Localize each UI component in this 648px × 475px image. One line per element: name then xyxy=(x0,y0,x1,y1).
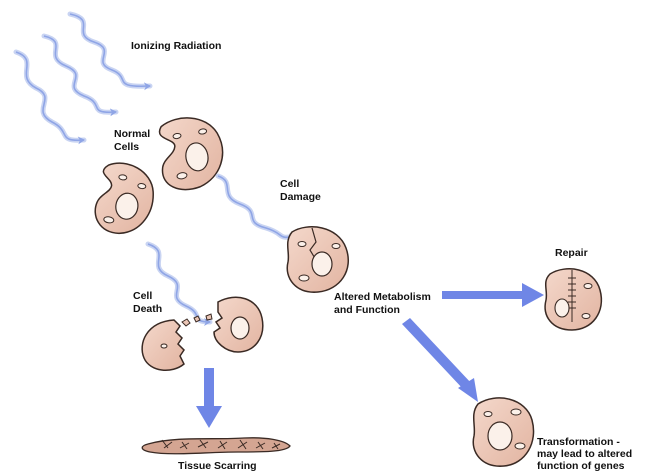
altered-metabolism-label-line-2: and Function xyxy=(334,304,400,316)
cell-death-label-line-2: Death xyxy=(133,303,162,315)
normal-cells-label-line-2: Cells xyxy=(114,141,139,153)
transformation-label-line-1: Transformation - xyxy=(537,436,620,448)
arrow-to-scarring xyxy=(196,368,222,428)
radiation-wave-3-core xyxy=(16,52,84,140)
normal-cell-1 xyxy=(154,112,229,193)
dying-cell-right xyxy=(214,297,263,352)
normal-cell-2 xyxy=(92,160,157,237)
tissue-scar xyxy=(142,438,290,454)
repair-label: Repair xyxy=(555,247,588,259)
dying-cell-left xyxy=(142,320,184,370)
damaged-cell xyxy=(287,227,348,292)
cell-damage-label-line-2: Damage xyxy=(280,191,321,203)
cell-damage-label-line-1: Cell xyxy=(280,178,299,190)
normal-cells-label-line-1: Normal xyxy=(114,128,150,140)
cell-death-label-line-1: Cell xyxy=(133,290,152,302)
transformed-cell xyxy=(473,398,533,466)
altered-metabolism-label-line-1: Altered Metabolism xyxy=(334,291,431,303)
repaired-cell xyxy=(545,269,601,330)
arrow-to-transformation xyxy=(402,318,478,402)
transformation-label-line-2: may lead to altered xyxy=(537,448,632,460)
ionizing-radiation-label: Ionizing Radiation xyxy=(131,40,221,52)
tissue-scarring-label: Tissue Scarring xyxy=(178,460,257,472)
transformation-label-line-3: function of genes xyxy=(537,460,625,472)
radiation-waves xyxy=(16,14,150,140)
arrow-to-repair xyxy=(442,283,544,307)
